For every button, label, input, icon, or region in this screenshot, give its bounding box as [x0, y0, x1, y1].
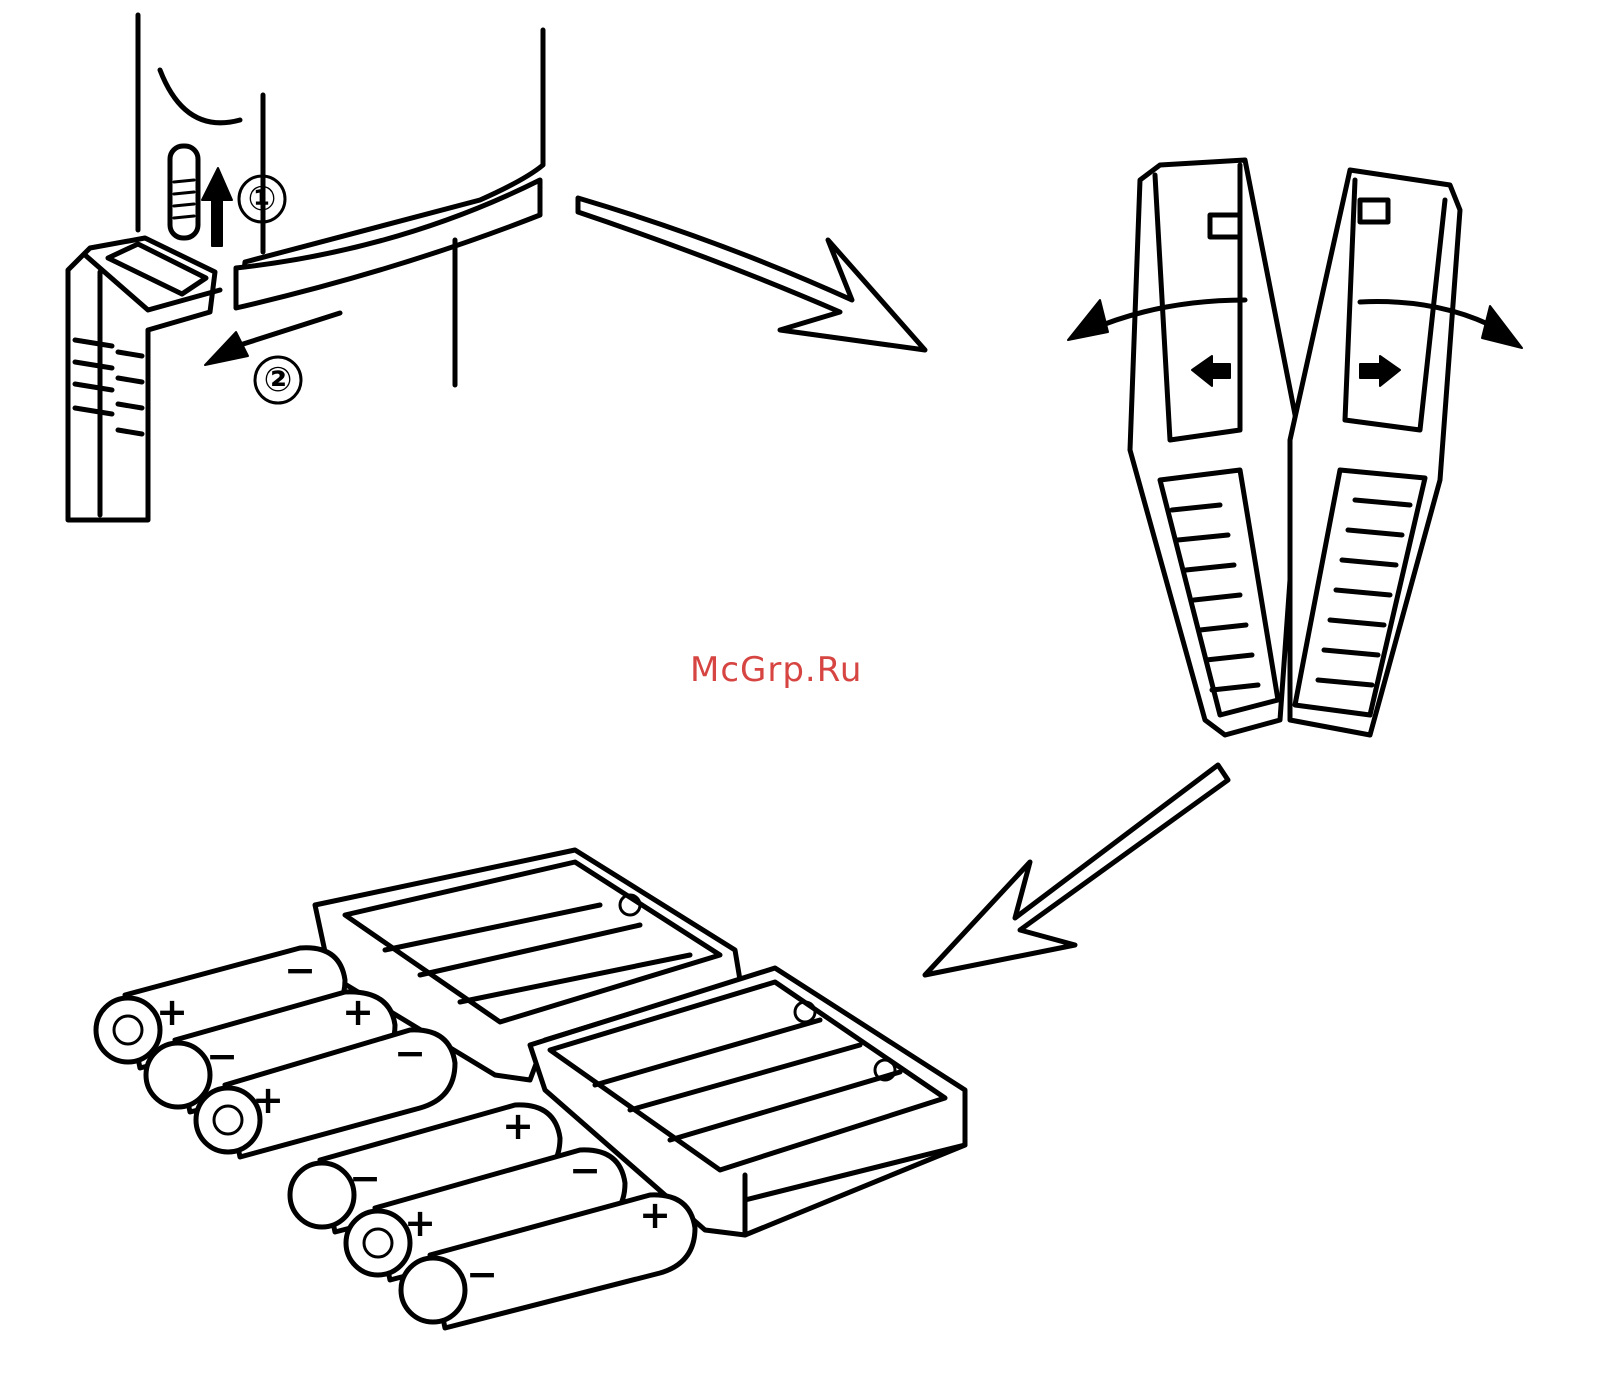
battery-4-minus: −: [349, 1156, 381, 1200]
battery-6-minus: −: [466, 1252, 498, 1296]
step2-label: ②: [264, 360, 293, 400]
battery-3-minus: −: [394, 1031, 426, 1075]
battery-2-plus: +: [342, 990, 374, 1034]
case-left-tab: [1210, 215, 1240, 237]
step1-label: ①: [248, 179, 277, 219]
battery-pack-attached: [68, 238, 220, 520]
battery-4-plus: +: [502, 1104, 534, 1148]
flow-arrow-1: [578, 198, 925, 350]
battery-1-plus: +: [156, 990, 188, 1034]
flow-arrow-2: [925, 765, 1228, 975]
watermark-text: McGrp.Ru: [690, 650, 862, 690]
radio-release-panel: ① ②: [68, 15, 543, 520]
radio-body-curve: [160, 70, 240, 123]
battery-case-opening-panel: [1068, 160, 1522, 735]
battery-3-plus: +: [252, 1078, 284, 1122]
slide-up-arrow: [202, 168, 232, 246]
battery-1-minus: −: [284, 948, 316, 992]
battery-6-plus: +: [639, 1193, 671, 1237]
battery-5-plus: +: [404, 1201, 436, 1245]
case-right-tab: [1360, 200, 1388, 222]
latch-button: [170, 146, 198, 238]
battery-5-minus: −: [569, 1148, 601, 1192]
battery-2-minus: −: [206, 1034, 238, 1078]
radio-bottom-band: [236, 180, 540, 308]
